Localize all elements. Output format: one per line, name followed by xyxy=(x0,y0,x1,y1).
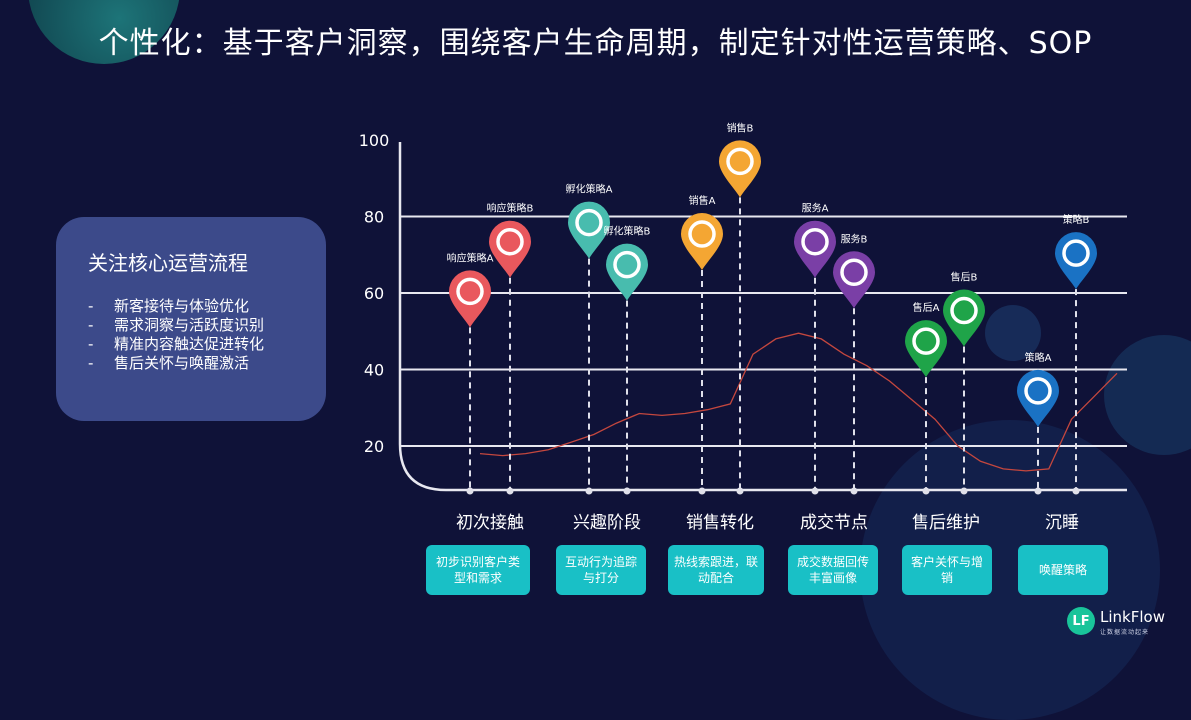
map-pin-ring xyxy=(1024,377,1052,405)
stage-note-dormant: 唤醒策略 xyxy=(1018,545,1108,595)
map-pin-ring xyxy=(801,227,829,256)
decorative-circle-right-edge xyxy=(1104,335,1191,455)
map-pin-ring xyxy=(496,227,524,256)
stage-note-after-sales: 客户关怀与增销 xyxy=(902,545,992,595)
marker-axis-dot xyxy=(922,487,930,495)
marker-axis-dot xyxy=(960,487,968,495)
y-tick-label: 40 xyxy=(364,361,384,380)
linkflow-logo: LF LinkFlow 让数据流动起来 xyxy=(1067,607,1177,637)
marker-label: 策略A xyxy=(1025,351,1052,364)
panel-list-item: -精准内容触达促进转化 xyxy=(88,335,265,353)
marker-axis-dot xyxy=(850,487,858,495)
marker-label: 销售A xyxy=(689,194,716,207)
marker-label: 响应策略A xyxy=(447,251,494,264)
stage-note-initial-contact: 初步识别客户类型和需求 xyxy=(426,545,530,595)
stage-label-deal: 成交节点 xyxy=(800,513,868,533)
marker-axis-dot xyxy=(1034,487,1042,495)
decorative-circle-small xyxy=(985,305,1041,361)
stage-label-interest: 兴趣阶段 xyxy=(573,513,641,533)
y-tick-label: 100 xyxy=(359,131,390,150)
marker-axis-dot xyxy=(1072,487,1080,495)
logo-tagline: 让数据流动起来 xyxy=(1100,629,1150,636)
marker-axis-dot xyxy=(736,487,744,495)
marker-axis-dot xyxy=(698,487,706,495)
map-pin-ring xyxy=(912,327,940,355)
marker-axis-dot xyxy=(623,487,631,495)
y-tick-label: 20 xyxy=(364,437,384,456)
map-pin-ring xyxy=(575,208,603,237)
map-pin-ring xyxy=(688,220,716,248)
marker-label: 孵化策略B xyxy=(604,225,651,238)
map-pin-ring xyxy=(1062,239,1090,267)
marker-label: 销售B xyxy=(727,121,754,134)
map-pin-ring xyxy=(613,250,641,279)
map-pin-ring xyxy=(456,277,484,306)
chart-axis xyxy=(398,142,1127,492)
logo-name: LinkFlow xyxy=(1100,608,1165,626)
panel-list-item: -新客接待与体验优化 xyxy=(88,297,250,315)
stage-label-sales-conversion: 销售转化 xyxy=(686,513,754,533)
map-pin-ring xyxy=(840,258,868,287)
marker-label: 服务B xyxy=(841,232,868,245)
marker-label: 响应策略B xyxy=(487,202,534,215)
marker-axis-dot xyxy=(811,487,819,495)
panel-list-item: -售后关怀与唤醒激活 xyxy=(88,354,250,372)
core-process-panel: 关注核心运营流程 -新客接待与体验优化 -需求洞察与活跃度识别 -精准内容触达促… xyxy=(56,217,326,421)
marker-label: 服务A xyxy=(802,202,829,215)
y-tick-label: 60 xyxy=(364,284,384,303)
y-tick-label: 80 xyxy=(364,208,384,227)
panel-list-item: -需求洞察与活跃度识别 xyxy=(88,316,265,334)
marker-axis-dot xyxy=(585,487,593,495)
marker-label: 售后A xyxy=(913,301,940,314)
lifecycle-chart: 100 80 60 40 20 响应策略A 响应策略B 孵化策略A 孵化策略B 销售A 销售B 服务A… xyxy=(359,121,1127,495)
stage-label-after-sales: 售后维护 xyxy=(912,513,980,533)
stage-note-sales-conversion: 热线索跟进，联动配合 xyxy=(668,545,764,595)
stage-note-interest: 互动行为追踪与打分 xyxy=(556,545,646,595)
marker-axis-dot xyxy=(466,487,474,495)
panel-list: -新客接待与体验优化 -需求洞察与活跃度识别 -精准内容触达促进转化 -售后关怀… xyxy=(88,297,264,373)
map-pin-ring xyxy=(726,147,754,176)
marker-label: 售后B xyxy=(951,271,978,284)
stage-label-dormant: 沉睡 xyxy=(1045,513,1079,533)
stage-label-initial-contact: 初次接触 xyxy=(456,513,524,533)
page-title: 个性化：基于客户洞察，围绕客户生命周期，制定针对性运营策略、SOP xyxy=(98,26,1093,61)
marker-label: 策略B xyxy=(1063,213,1090,226)
marker-label: 孵化策略A xyxy=(566,183,613,196)
marker-axis-dot xyxy=(506,487,514,495)
map-pin-ring xyxy=(950,296,978,325)
trend-line xyxy=(479,332,1118,472)
linkflow-logo-icon: LF xyxy=(1067,607,1095,635)
stage-note-deal: 成交数据回传丰富画像 xyxy=(788,545,878,595)
panel-title: 关注核心运营流程 xyxy=(88,251,248,275)
